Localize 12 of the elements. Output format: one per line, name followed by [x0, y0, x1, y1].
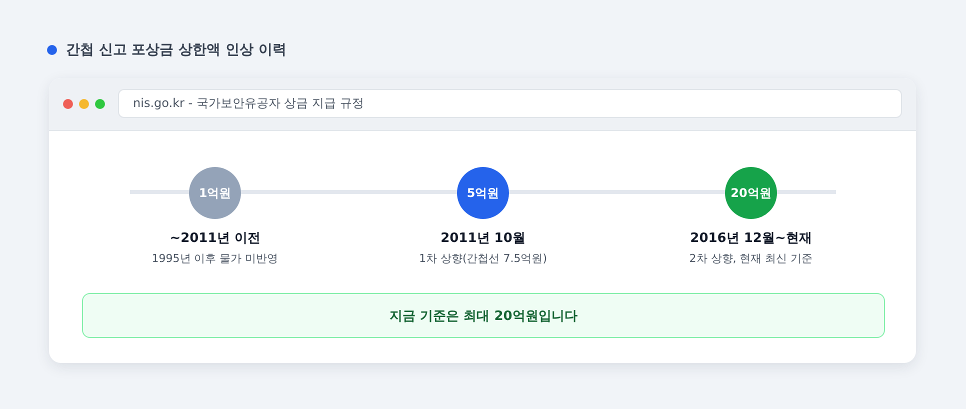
- amount-circle: 5억원: [457, 167, 509, 219]
- period-heading: 2016년 12월~현재: [690, 230, 812, 248]
- address-bar: nis.go.kr - 국가보안유공자 상금 지급 규정: [118, 89, 902, 118]
- period-note: 1차 상향(간첩선 7.5억원): [418, 251, 548, 267]
- period-note: 1995년 이후 물가 미반영: [152, 251, 278, 267]
- amount-circle: 1억원: [189, 167, 241, 219]
- period-heading: ~2011년 이전: [170, 230, 260, 248]
- diagram-title: 간첩 신고 포상금 상한액 인상 이력: [66, 41, 286, 60]
- period-heading: 2011년 10월: [440, 230, 526, 248]
- amount-circle: 20억원: [725, 167, 777, 219]
- summary-banner: 지금 기준은 최대 20억원입니다: [82, 293, 885, 338]
- period-note: 2차 상향, 현재 최신 기준: [689, 251, 813, 267]
